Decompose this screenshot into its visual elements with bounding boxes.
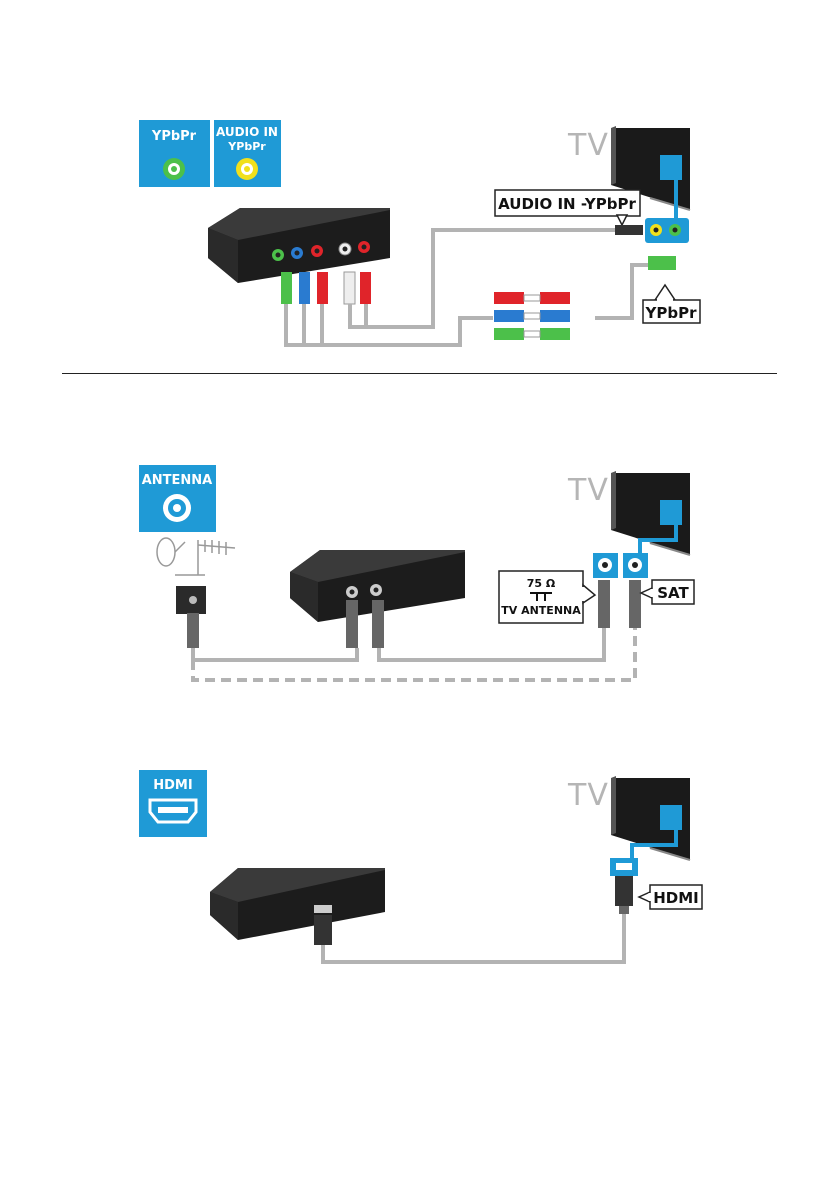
hdmi-callout-text: HDMI <box>653 889 699 907</box>
audio-jack-plug <box>615 225 643 235</box>
hdmi-diagram-svg: HDMI TV HDMI <box>139 770 703 964</box>
hdmi-callout: HDMI <box>637 884 703 910</box>
hdmi-port-icon <box>148 798 198 824</box>
audio-in-callout-text: AUDIO IN -YPbPr <box>498 195 636 213</box>
sat-callout-text: SAT <box>657 584 689 602</box>
ypbpr-diagram-svg: YPbPr AUDIO IN YPbPr TV AUDIO IN -YPbPr <box>139 120 701 347</box>
antenna-ohm-text: 75 Ω <box>527 577 556 590</box>
audio-in-callout: AUDIO IN -YPbPr <box>494 189 641 227</box>
tv-label: TV <box>567 778 609 813</box>
cables <box>191 628 637 682</box>
tv-icon: TV <box>567 471 691 578</box>
hdmi-cable <box>321 914 626 964</box>
antenna-diagram-svg: ANTENNA TV <box>139 465 695 682</box>
antenna-connection-diagram: ANTENNA TV <box>0 455 839 695</box>
hdmi-tile-label: HDMI <box>153 778 192 793</box>
rca-adapter-connectors <box>494 292 570 340</box>
ypbpr-tv-plug <box>648 256 676 270</box>
hdmi-connection-diagram: HDMI TV HDMI <box>0 765 839 975</box>
audio-in-tile-label: AUDIO IN <box>216 125 278 139</box>
hdmi-port-tile: HDMI <box>139 770 207 837</box>
satellite-dish-and-aerial-icon <box>156 537 236 576</box>
tv-icon: TV <box>567 776 691 876</box>
source-device-box <box>208 208 390 283</box>
tv-label: TV <box>567 473 609 508</box>
audio-in-port-tile: AUDIO IN YPbPr <box>214 120 281 187</box>
ypbpr-connection-diagram: YPbPr AUDIO IN YPbPr TV AUDIO IN -YPbPr <box>0 0 839 370</box>
tv-antenna-callout: 75 Ω TV ANTENNA <box>498 570 597 624</box>
ypbpr-callout: YPbPr <box>642 283 701 324</box>
antenna-callout-text: TV ANTENNA <box>501 604 581 617</box>
source-plugs <box>281 271 371 305</box>
ypbpr-port-tile: YPbPr <box>139 120 210 187</box>
ypbpr-callout-text: YPbPr <box>645 304 698 322</box>
section-divider <box>62 373 777 374</box>
hdmi-source-plug <box>314 915 332 945</box>
antenna-port-tile: ANTENNA <box>139 465 216 532</box>
tv-label: TV <box>567 128 609 163</box>
antenna-tile-label: ANTENNA <box>142 473 213 488</box>
sat-callout: SAT <box>639 579 695 605</box>
cables <box>284 228 648 347</box>
ypbpr-tile-label: YPbPr <box>151 129 197 144</box>
audio-in-tile-sublabel: YPbPr <box>227 140 266 153</box>
source-device-box <box>210 868 385 940</box>
source-device-box <box>290 550 465 622</box>
hdmi-tv-plug <box>615 876 633 906</box>
